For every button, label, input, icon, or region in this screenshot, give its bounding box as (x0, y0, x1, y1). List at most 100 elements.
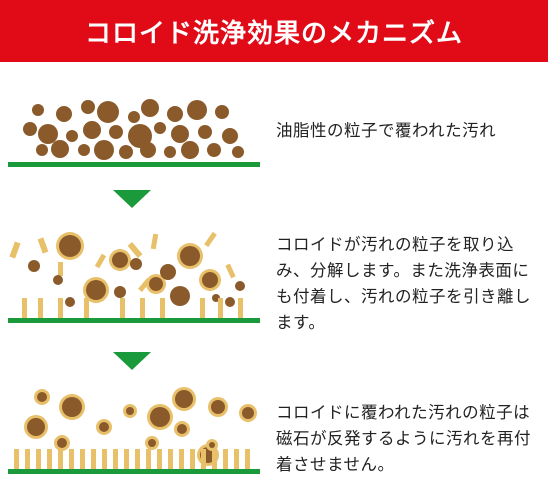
colloid-rod (120, 298, 125, 318)
step2-caption: コロイドが汚れの粒子を取り込み、分解します。また洗浄表面にも付着し、汚れの粒子を… (276, 235, 531, 332)
colloid-rod (146, 449, 151, 469)
colloid-rod (47, 449, 52, 469)
dirt-particle (97, 101, 119, 123)
colloid-rod (140, 298, 145, 318)
dirt-particle (53, 275, 63, 285)
dirt-particle (211, 400, 225, 414)
dirt-particle (112, 252, 128, 268)
colloid-rod (127, 241, 143, 259)
dirt-particle (160, 264, 176, 280)
dirt-particle (215, 105, 229, 119)
ground-surface (8, 318, 260, 323)
dirt-particle (177, 424, 187, 434)
ground-surface (8, 469, 260, 474)
dirt-particle (38, 124, 58, 144)
colloid-rod (245, 449, 250, 469)
colloid-rod (9, 241, 21, 259)
colloid-rod (225, 263, 236, 279)
dirt-particle (235, 281, 245, 291)
step3-caption: コロイドに覆われた汚れの粒子は磁石が反発するように汚れを再付着させません。 (276, 403, 531, 474)
step1-illustration (0, 92, 270, 172)
dirt-particle (32, 104, 44, 116)
dirt-particle (23, 122, 37, 136)
dirt-particle (62, 397, 82, 417)
colloid-rod (25, 449, 30, 469)
dirt-particle (222, 128, 238, 144)
dirt-particle (242, 407, 254, 419)
colloid-rod (168, 449, 173, 469)
dirt-particle (57, 438, 67, 448)
dirt-particle (28, 260, 40, 272)
dirt-particle (78, 144, 90, 156)
colloid-rod (91, 449, 96, 469)
dirt-particle (181, 141, 199, 159)
dirt-particle (83, 121, 101, 139)
dirt-particle (114, 286, 126, 298)
arrow-down-icon (113, 352, 151, 370)
dirt-particle (170, 286, 190, 306)
dirt-particle (154, 122, 166, 134)
colloid-rod (102, 449, 107, 469)
dirt-particle (149, 277, 163, 291)
dirt-particle (171, 125, 189, 143)
dirt-particle (202, 272, 218, 288)
colloid-rod (218, 298, 223, 318)
dirt-particle (225, 297, 235, 307)
colloid-rod (234, 449, 239, 469)
colloid-rod (69, 449, 74, 469)
colloid-rod (22, 298, 27, 318)
dirt-particle (164, 146, 176, 158)
dirt-particle (148, 439, 156, 447)
arrow-down-icon (113, 190, 151, 208)
dirt-particle (140, 142, 156, 158)
dirt-particle (37, 392, 47, 402)
dirt-particle (128, 111, 140, 123)
colloid-rod (37, 237, 49, 254)
dirt-particle (209, 442, 215, 448)
colloid-rod (150, 233, 159, 250)
colloid-rod (124, 449, 129, 469)
dirt-particle (207, 143, 221, 157)
dirt-particle (109, 125, 123, 139)
dirt-particle (119, 145, 133, 159)
colloid-rod (58, 449, 63, 469)
dirt-particle (141, 99, 159, 117)
dirt-particle (180, 246, 200, 266)
dirt-particle (232, 146, 244, 158)
colloid-rod (14, 449, 19, 469)
dirt-particle (59, 235, 81, 257)
dirt-particle (56, 106, 72, 122)
colloid-rod (200, 298, 205, 318)
dirt-particle (66, 130, 78, 142)
dirt-particle (99, 422, 109, 432)
dirt-particle (175, 390, 193, 408)
dirt-particle (51, 140, 69, 158)
colloid-rod (157, 449, 162, 469)
colloid-rod (135, 449, 140, 469)
colloid-rod (201, 449, 206, 469)
dirt-particle (167, 106, 183, 122)
dirt-particle (187, 100, 207, 120)
dirt-particle (36, 144, 48, 156)
colloid-absorbing-illustration (8, 231, 260, 323)
step1-caption: 油脂性の粒子で覆われた汚れ (276, 121, 497, 140)
step2-illustration (0, 228, 270, 328)
colloid-rod (58, 298, 63, 318)
dirt-particle (65, 297, 75, 307)
colloid-rod (38, 298, 43, 318)
colloid-rod (36, 449, 41, 469)
dirt-particle (130, 258, 142, 270)
colloid-rod (113, 449, 118, 469)
page-title: コロイド洗浄効果のメカニズム (0, 0, 548, 62)
colloid-rod (204, 231, 217, 248)
colloid-rod (84, 298, 89, 318)
colloid-rod (223, 449, 228, 469)
dirt-particle (94, 140, 114, 160)
dirt-particle (198, 125, 212, 139)
dirt-particle (126, 407, 134, 415)
colloid-rod (179, 449, 184, 469)
ground-surface (8, 162, 260, 167)
dirt-particle (81, 100, 95, 114)
colloid-rod (94, 253, 107, 269)
colloid-rod (160, 298, 165, 318)
